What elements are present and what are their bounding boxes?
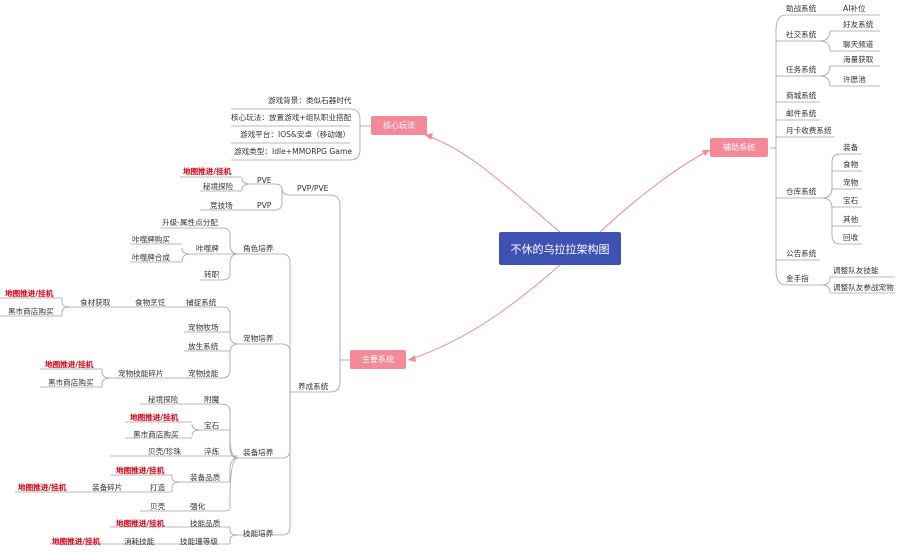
skill-node[interactable]: 技能培养	[243, 529, 274, 538]
task-node[interactable]: 任务系统	[786, 65, 817, 74]
social-item[interactable]: 好友系统	[843, 20, 874, 29]
pve-red-node[interactable]: 地图推进/挂机	[183, 167, 232, 176]
eq-ench-node[interactable]: 附魔	[204, 395, 220, 404]
sk-consume-red-node[interactable]: 地图推进/挂机	[52, 537, 101, 546]
eq-forge-node[interactable]: 打造	[150, 483, 166, 492]
task-item[interactable]: 许愿池	[843, 75, 866, 84]
pet-mat-shop-node[interactable]: 黑市商店购买	[8, 307, 54, 316]
main-system-node[interactable]: 主要系统	[350, 350, 406, 369]
storage-item[interactable]: 宠物	[843, 178, 859, 187]
eq-shell-node[interactable]: 贝壳	[150, 502, 166, 511]
social-item[interactable]: 聊天频道	[843, 40, 874, 49]
eq-quality-node[interactable]: 装备品质	[190, 473, 221, 482]
eq-quality-red-node[interactable]: 地图推进/挂机	[116, 466, 165, 475]
equip-node[interactable]: 装备培养	[243, 448, 274, 457]
pvp-pve-node[interactable]: PVP/PVE	[297, 184, 329, 193]
pet-ranch-node[interactable]: 宠物牧场	[188, 323, 219, 332]
core-item[interactable]: 游戏类型：Idle+MMORPG Game	[234, 147, 353, 156]
sk-quality-node[interactable]: 技能品质	[190, 519, 221, 528]
pet-cook-node[interactable]: 食物烹饪	[135, 298, 166, 307]
core-item[interactable]: 核心玩法：放置游戏+组队职业搭配	[231, 113, 352, 122]
core-gameplay-node[interactable]: 核心玩法	[371, 116, 427, 135]
eq-strong-node[interactable]: 强化	[190, 502, 206, 511]
role-card-buy-node[interactable]: 咔噬牌购买	[132, 235, 170, 244]
storage-node[interactable]: 仓库系统	[786, 187, 817, 196]
gold-node[interactable]: 金手指	[786, 274, 809, 283]
shop-node[interactable]: 商城系统	[786, 91, 817, 100]
aux-system-node[interactable]: 辅助系统	[710, 138, 768, 157]
pve-secret-node[interactable]: 秘境探险	[203, 182, 234, 191]
eq-gem-node[interactable]: 宝石	[204, 421, 220, 430]
battle-ai-node[interactable]: AI补位	[843, 4, 866, 13]
pet-skill-node[interactable]: 宠物技能	[188, 369, 219, 378]
pet-frag-shop-node[interactable]: 黑市商店购买	[48, 378, 94, 387]
card-node[interactable]: 月卡收费系统	[786, 126, 832, 135]
storage-item[interactable]: 回收	[843, 233, 859, 242]
core-item[interactable]: 游戏背景：类似石器时代	[268, 96, 352, 105]
sk-quality-red-node[interactable]: 地图推进/挂机	[116, 519, 165, 528]
storage-item[interactable]: 宝石	[843, 196, 859, 205]
role-card-node[interactable]: 咔噬牌	[196, 244, 219, 253]
pet-release-node[interactable]: 放生系统	[188, 342, 219, 351]
role-up-node[interactable]: 升级-属性点分配	[162, 218, 218, 227]
pvp-node[interactable]: PVP	[257, 201, 272, 210]
nurture-node[interactable]: 养成系统	[298, 382, 329, 391]
notice-node[interactable]: 公告系统	[786, 249, 817, 258]
social-node[interactable]: 社交系统	[786, 30, 817, 39]
eq-gem-red-node[interactable]: 地图推进/挂机	[130, 413, 179, 422]
storage-item[interactable]: 装备	[843, 143, 859, 152]
pet-frag-node[interactable]: 宠物技能碎片	[118, 369, 164, 378]
arena-node[interactable]: 竞技场	[210, 201, 233, 210]
eq-refine-node[interactable]: 淬炼	[204, 447, 220, 456]
pet-mat-red-node[interactable]: 地图推进/挂机	[5, 289, 54, 298]
gold-item[interactable]: 调整队友参战宠物	[833, 283, 894, 292]
storage-item[interactable]: 其他	[843, 215, 859, 224]
eq-gem-shop-node[interactable]: 黑市商店购买	[133, 430, 179, 439]
pet-catch-node[interactable]: 捕捉系统	[186, 298, 217, 307]
pet-mat-node[interactable]: 食材获取	[80, 298, 111, 307]
core-item[interactable]: 游戏平台：IOS&安卓（移动端）	[240, 130, 351, 139]
pet-node[interactable]: 宠物培养	[243, 334, 274, 343]
role-card-synth-node[interactable]: 咔噬牌合成	[132, 253, 170, 262]
mail-node[interactable]: 邮件系统	[786, 109, 817, 118]
pet-frag-red-node[interactable]: 地图推进/挂机	[45, 360, 94, 369]
role-node[interactable]: 角色培养	[243, 244, 274, 253]
root-node[interactable]: 不休的乌拉拉架构图	[499, 232, 621, 265]
eq-ench-src-node[interactable]: 秘境探险	[148, 395, 179, 404]
role-job-node[interactable]: 转职	[204, 270, 220, 279]
eq-frag-node[interactable]: 装备碎片	[92, 483, 123, 492]
eq-refine-src-node[interactable]: 贝壳/珍珠	[148, 447, 181, 456]
gold-item[interactable]: 调整队友技能	[833, 266, 879, 275]
pve-node[interactable]: PVE	[257, 176, 272, 185]
battle-node[interactable]: 助战系统	[786, 4, 817, 13]
storage-item[interactable]: 食物	[843, 160, 859, 169]
sk-consume-node[interactable]: 消耗技能	[124, 537, 155, 546]
eq-frag-red-node[interactable]: 地图推进/挂机	[18, 483, 67, 492]
sk-level-node[interactable]: 技能珊等级	[180, 537, 218, 546]
task-item[interactable]: 海量获取	[843, 55, 874, 64]
